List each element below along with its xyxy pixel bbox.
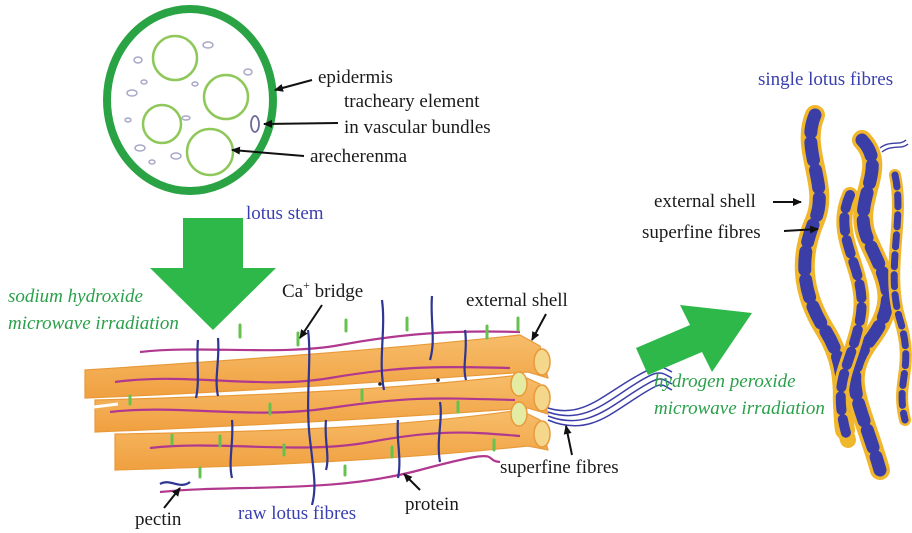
- pectin-label: pectin: [135, 509, 182, 530]
- protein-label: protein: [405, 494, 459, 515]
- external-shell-raw-arrow: [532, 314, 546, 340]
- protein-arrow: [404, 474, 420, 490]
- raw-lotus-fibres-label: raw lotus fibres: [238, 503, 356, 524]
- tracheary-element-label: tracheary element: [344, 91, 480, 112]
- external-shell-single-label: external shell: [654, 191, 756, 212]
- single-lotus-fibres-label: single lotus fibres: [758, 69, 893, 90]
- superfine-raw-label: superfine fibres: [500, 457, 619, 478]
- naoh-label-line2: microwave irradiation: [8, 313, 179, 334]
- naoh-label-line1: sodium hydroxide: [8, 286, 143, 307]
- fibre-end-cap: [511, 372, 527, 396]
- vascular-bundles-label: in vascular bundles: [344, 117, 491, 138]
- fibre-end-cap: [534, 385, 550, 411]
- epidermis-arrow: [275, 80, 312, 90]
- fibre-dot: [378, 382, 382, 386]
- superfine-fibre-tips: [880, 140, 908, 152]
- fibre-end-cap: [511, 402, 527, 426]
- arecherenma-label: arecherenma: [310, 146, 408, 167]
- epidermis-label: epidermis: [318, 67, 393, 88]
- superfine-single-label: superfine fibres: [642, 222, 761, 243]
- lotus-stem-label: lotus stem: [246, 203, 324, 224]
- fibre-end-cap: [534, 349, 550, 375]
- tracheary-arrow: [264, 123, 338, 124]
- h2o2-label-line2: microwave irradiation: [654, 398, 825, 419]
- h2o2-label-line1: hydrogen peroxide: [654, 371, 796, 392]
- superfine-raw-arrow: [566, 426, 572, 455]
- ca-bridge-arrow: [300, 305, 322, 338]
- ca-bridge-label: Ca+ bridge: [282, 278, 363, 302]
- raw-lotus-fibre-bundle: [85, 335, 550, 470]
- fibre-dot: [436, 378, 440, 382]
- fibre-end-cap: [534, 421, 550, 447]
- external-shell-raw-label: external shell: [466, 290, 568, 311]
- h2o2-treatment-arrow: [636, 305, 752, 375]
- lotus-stem-cross-section: [107, 9, 273, 191]
